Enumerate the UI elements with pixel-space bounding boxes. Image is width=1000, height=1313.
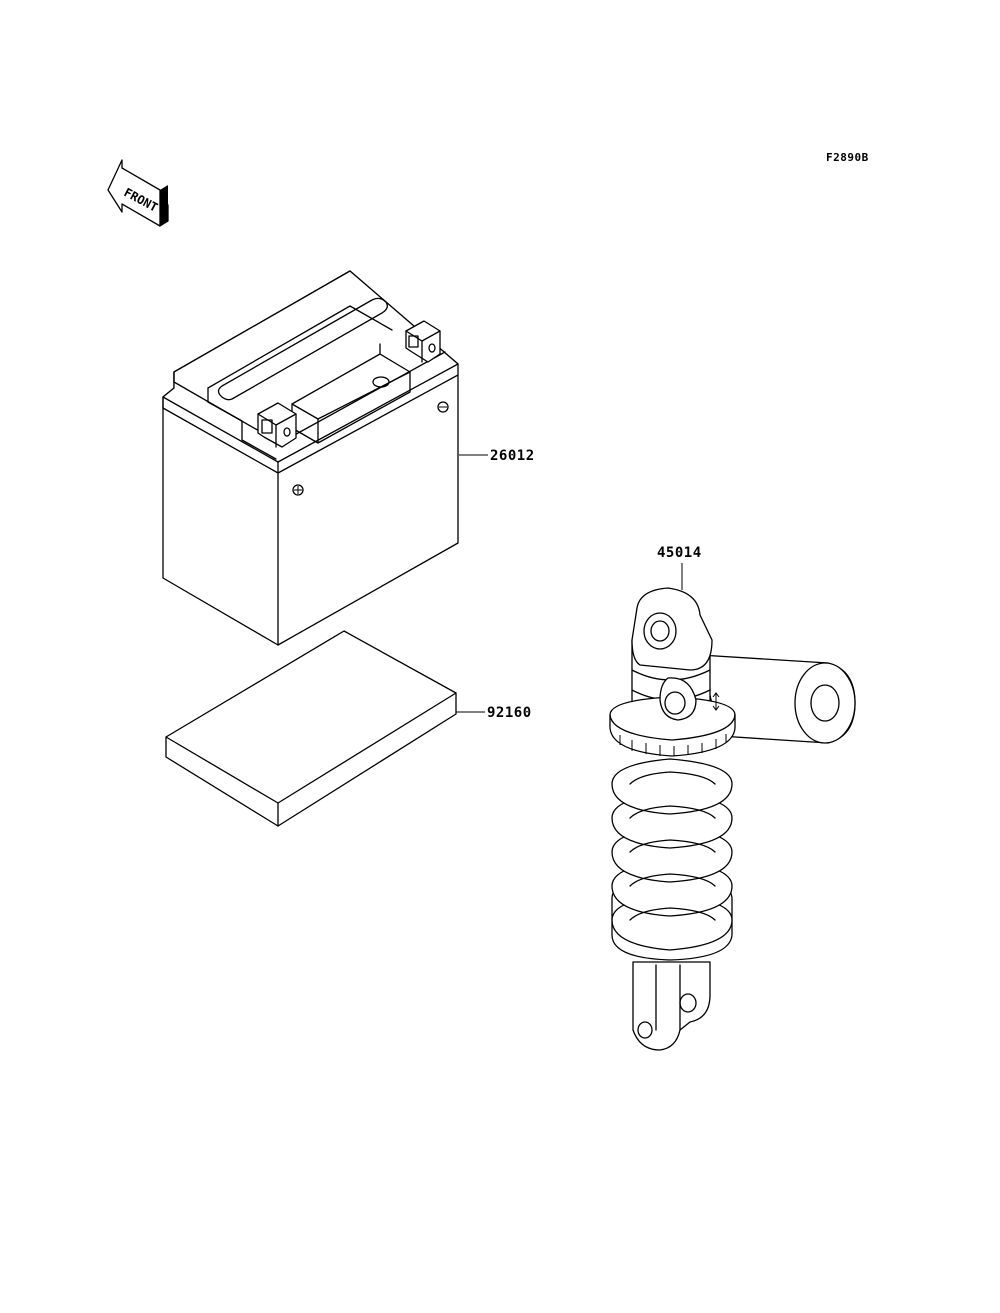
battery-icon xyxy=(162,270,459,646)
battery: 26012 xyxy=(162,270,535,646)
shock-absorber-ref-number: 45014 xyxy=(657,545,702,561)
shock-absorber: 45014 xyxy=(609,545,856,1051)
battery-ref-number: 26012 xyxy=(490,448,535,464)
shock-absorber-icon xyxy=(609,587,856,1051)
front-arrow-icon: FRONT xyxy=(107,159,169,227)
figure-code: F2890B xyxy=(826,151,869,164)
battery-case-icon xyxy=(165,630,457,827)
battery-case: 92160 xyxy=(165,630,532,827)
battery-case-ref-number: 92160 xyxy=(487,705,532,721)
